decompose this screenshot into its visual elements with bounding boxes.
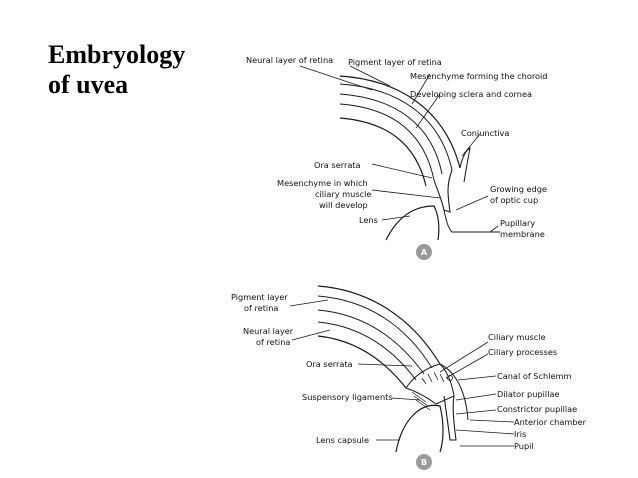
label-constrictor-pupillae: Constrictor pupillae: [497, 404, 577, 414]
b-layer-5: [317, 335, 407, 389]
label-pigment-layer-b-1: Pigment layer: [231, 292, 288, 302]
a-badge-label: A: [421, 248, 428, 257]
b-cornea-outer: [439, 363, 469, 421]
label-lens-a: Lens: [359, 215, 378, 225]
a-leader-lines: [299, 65, 499, 233]
label-pigment-layer-a: Pigment layer of retina: [348, 57, 442, 67]
b-iris: [443, 395, 457, 441]
b-layer-4: [317, 321, 417, 381]
label-ciliary-processes: Ciliary processes: [488, 347, 557, 357]
a-lens-outline: [385, 205, 440, 241]
b-badge-circle: [416, 454, 432, 470]
label-neural-layer-b-2: of retina: [256, 337, 290, 347]
diagram-b-labels: Pigment layer of retina Neural layer of …: [231, 292, 587, 451]
a-optic-cup-edge: [433, 169, 453, 213]
label-pigment-layer-b-2: of retina: [244, 303, 278, 313]
diagram-b-badge: B: [416, 454, 432, 470]
label-ora-serrata-b: Ora serrata: [306, 359, 353, 369]
label-mesenchyme-ciliary-2: ciliary muscle: [315, 189, 371, 199]
label-mesenchyme-choroid: Mesenchyme forming the choroid: [410, 71, 548, 81]
a-layer-3: [339, 93, 443, 175]
label-iris: Iris: [514, 429, 526, 439]
label-conjunctiva: Conjunctiva: [461, 128, 509, 138]
label-mesenchyme-ciliary-1: Mesenchyme in which: [277, 178, 368, 188]
title-line-2: of uvea: [48, 70, 129, 99]
label-growing-edge-1: Growing edge: [490, 184, 547, 194]
a-layer-2: [339, 83, 453, 171]
b-ciliary-body: [405, 363, 455, 405]
slide-title: Embryology of uvea: [48, 40, 218, 100]
label-ciliary-muscle: Ciliary muscle: [488, 332, 546, 342]
a-conjunctiva-fold: [459, 147, 471, 183]
label-pupillary-1: Pupillary: [500, 218, 535, 228]
b-layer-3: [317, 309, 425, 375]
a-layer-5: [339, 117, 427, 187]
b-layer-outer: [317, 285, 441, 365]
label-neural-layer-b-1: Neural layer: [243, 326, 294, 336]
b-suspensory-ligaments: [411, 391, 431, 411]
a-growing-edge: [443, 209, 470, 233]
label-neural-layer-a: Neural layer of retina: [246, 55, 333, 65]
label-pupillary-2: membrane: [500, 229, 545, 239]
diagram-a-badge: A: [416, 244, 432, 260]
label-mesenchyme-ciliary-3: will develop: [319, 200, 368, 210]
label-canal-schlemm: Canal of Schlemm: [497, 371, 571, 381]
diagram-a-labels: Neural layer of retina Pigment layer of …: [246, 55, 548, 239]
b-ciliary-processes: [421, 371, 453, 385]
label-anterior-chamber: Anterior chamber: [514, 417, 587, 427]
a-badge-circle: [416, 244, 432, 260]
b-lens-outline: [395, 404, 444, 453]
label-suspensory-ligaments: Suspensory ligaments: [302, 392, 393, 402]
label-dilator-pupillae: Dilator pupillae: [497, 389, 560, 399]
b-badge-label: B: [421, 458, 427, 467]
b-leader-lines: [289, 299, 515, 447]
a-layer-4: [339, 103, 435, 181]
label-growing-edge-2: of optic cup: [490, 195, 538, 205]
b-layer-2: [317, 295, 433, 369]
diagram-b: [289, 285, 515, 453]
label-ora-serrata-a: Ora serrata: [314, 160, 361, 170]
label-pupil: Pupil: [514, 441, 534, 451]
label-sclera-cornea: Developing sclera and cornea: [410, 89, 532, 99]
title-line-1: Embryology: [48, 40, 186, 69]
label-lens-capsule: Lens capsule: [316, 435, 369, 445]
diagram-a: [299, 65, 500, 241]
a-layer-outer: [339, 75, 461, 169]
